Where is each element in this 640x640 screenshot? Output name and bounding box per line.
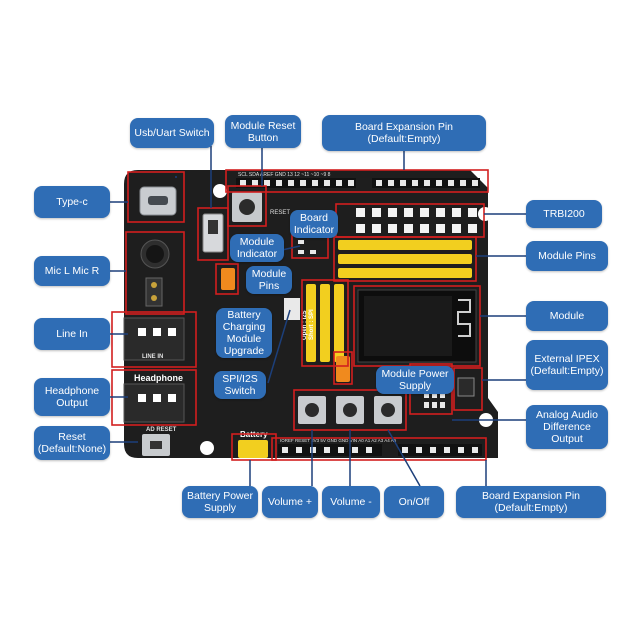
label-module-reset-button: Module Reset Button xyxy=(225,115,301,148)
label-type-c: Type-c xyxy=(34,186,110,218)
silk-headphone: Headphone xyxy=(134,373,183,383)
highlight-boxes xyxy=(111,169,489,461)
label-volume-plus: Volume + xyxy=(262,486,318,518)
mic-pin-header xyxy=(145,277,163,307)
label-headphone-output: Headphone Output xyxy=(34,378,110,416)
module-pins-horizontal xyxy=(338,240,472,278)
label-module-pins-small: Module Pins xyxy=(246,266,292,294)
line-in-jack xyxy=(123,317,185,361)
highlight-ipex xyxy=(453,367,483,411)
label-trbi200: TRBI200 xyxy=(526,200,602,228)
led xyxy=(310,250,316,254)
highlight-type-c xyxy=(127,171,185,223)
label-module-power-supply: Module Power Supply xyxy=(376,366,454,394)
highlight-mic xyxy=(125,231,185,315)
highlight-battery-jumper xyxy=(215,263,239,295)
label-spi-i2s-switch: SPI/I2S Switch xyxy=(214,371,266,399)
led xyxy=(298,250,304,254)
mounting-hole xyxy=(200,441,214,455)
battery-connector xyxy=(238,440,268,458)
module-pins-vertical xyxy=(306,284,344,362)
label-battery-power-supply: Battery Power Supply xyxy=(182,486,258,518)
label-on-off: On/Off xyxy=(384,486,444,518)
highlight-power-jumper xyxy=(333,351,353,385)
power-jumper xyxy=(336,356,350,382)
label-board-expansion-pin-top: Board Expansion Pin (Default:Empty) xyxy=(322,115,486,151)
ipex-connector xyxy=(457,377,475,397)
highlight-top-pins xyxy=(225,169,489,193)
label-board-expansion-pin-bottom: Board Expansion Pin (Default:Empty) xyxy=(456,486,606,518)
highlight-usb-switch xyxy=(197,207,229,261)
silk-bottom-pins: IOREF RESET 3V3 5V GND GND VIN A0 A1 A2 … xyxy=(280,438,397,443)
silk-spi: Open : I2SShort : SPI xyxy=(302,309,315,340)
label-board-indicator: Board Indicator xyxy=(290,210,338,238)
highlight-bottom-pins xyxy=(271,437,487,461)
label-external-ipex: External IPEX (Default:Empty) xyxy=(526,340,608,390)
silk-reset: RESET xyxy=(270,210,290,216)
label-analog-audio: Analog Audio Difference Output xyxy=(526,405,608,449)
label-module: Module xyxy=(526,301,608,331)
silk-ad-reset: AD RESET xyxy=(146,427,177,433)
highlight-module-pins xyxy=(333,236,477,282)
label-battery-charging: Battery Charging Module Upgrade xyxy=(216,308,272,358)
label-reset: Reset (Default:None) xyxy=(34,426,110,460)
label-mic-lr: Mic L Mic R xyxy=(34,256,110,286)
highlight-line-in xyxy=(111,311,197,368)
silk-top-pins: SCL SDA AREF GND 13 12 ~11 ~10 ~9 8 xyxy=(238,172,331,178)
charging-jumper xyxy=(221,268,235,290)
label-module-indicator: Module Indicator xyxy=(230,234,284,262)
silk-line-in: LINE IN xyxy=(142,354,163,360)
bottom-pin-header-right xyxy=(398,444,482,456)
highlight-battery-connector xyxy=(231,433,277,461)
trbi200-pins xyxy=(356,208,477,233)
headphone-jack xyxy=(123,383,185,423)
label-module-pins: Module Pins xyxy=(526,241,608,271)
antenna-trace xyxy=(457,299,471,337)
label-volume-minus: Volume - xyxy=(322,486,380,518)
label-usb-uart-switch: Usb/Uart Switch xyxy=(130,118,214,148)
analog-output-pads xyxy=(424,392,445,408)
top-pin-header-left xyxy=(236,178,356,188)
highlight-reset-button xyxy=(227,185,267,227)
pointer-lines xyxy=(110,146,526,487)
led xyxy=(298,240,304,244)
mounting-hole xyxy=(213,184,227,198)
spi-i2s-pads xyxy=(284,298,300,320)
highlight-module-pins-vertical xyxy=(301,279,349,367)
label-line-in: Line In xyxy=(34,318,110,350)
